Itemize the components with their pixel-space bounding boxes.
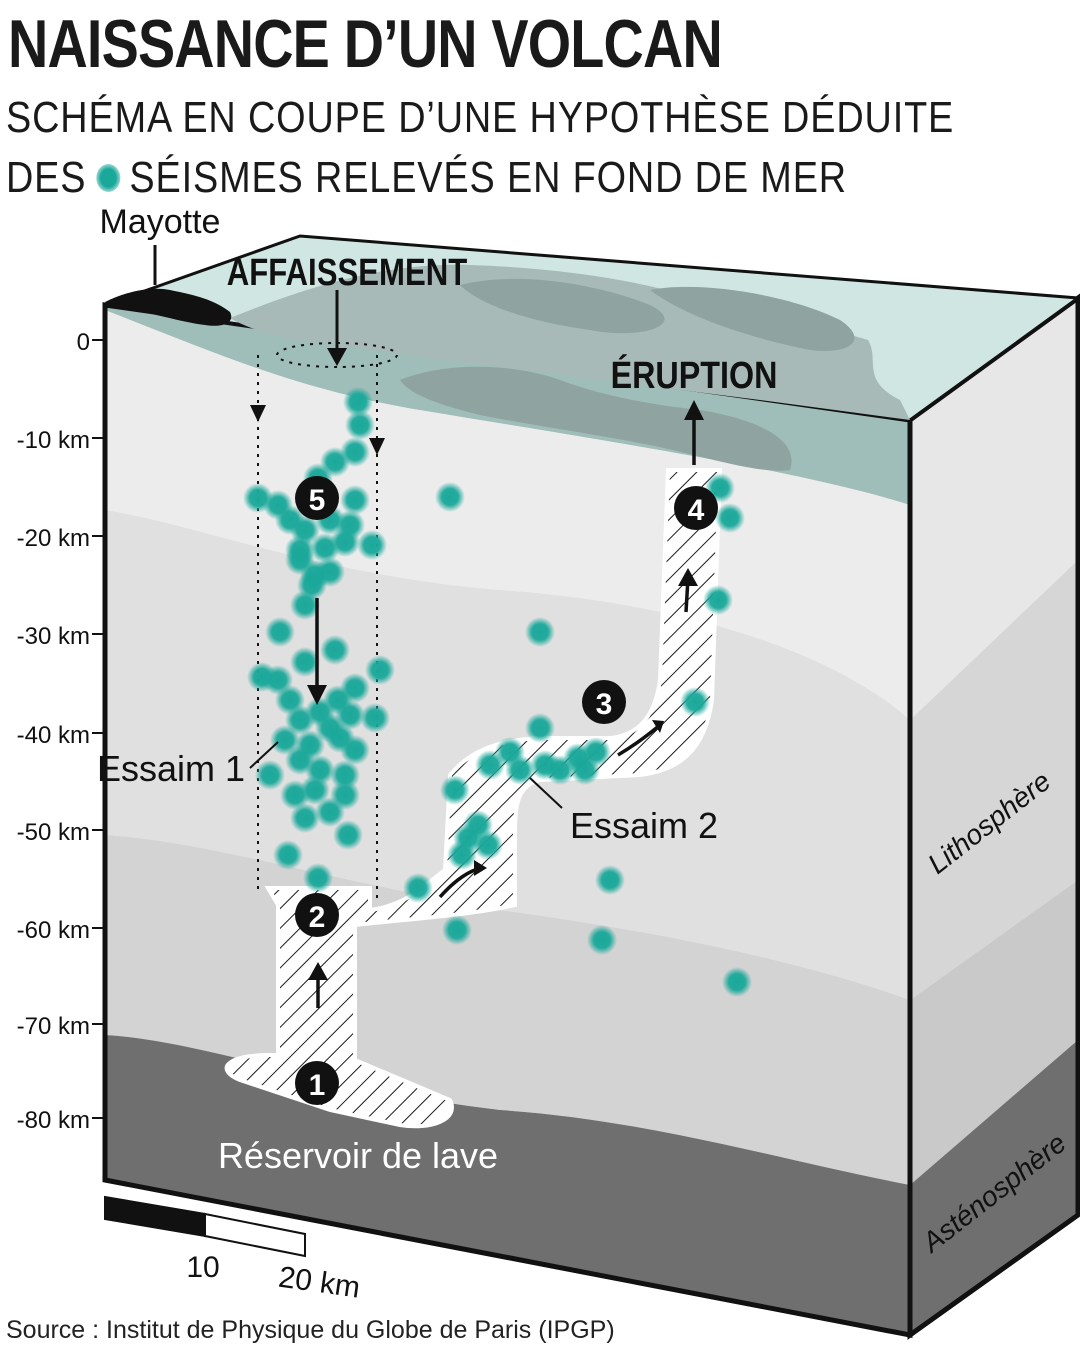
step-marker-4: 4 xyxy=(674,486,718,530)
seisme-dot xyxy=(290,803,320,833)
step-marker-3: 3 xyxy=(582,680,626,724)
depth-tick-10: -10 km xyxy=(17,427,104,454)
page-title: NAISSANCE D’UN VOLCAN xyxy=(8,6,723,82)
seisme-dot xyxy=(473,830,503,860)
seisme-dot xyxy=(315,797,345,827)
depth-axis: 0 -10 km -20 km -30 km -40 km -50 km -60… xyxy=(17,329,104,1134)
subtitle-line-2-start: DES xyxy=(6,153,87,202)
subsidence-arrow-left xyxy=(250,405,266,422)
svg-text:-10 km: -10 km xyxy=(17,427,90,454)
seisme-dot xyxy=(330,527,360,557)
seisme-dot xyxy=(320,635,350,665)
seisme-dot xyxy=(440,775,470,805)
seisme-dot xyxy=(335,700,365,730)
block-side-face xyxy=(907,293,1080,1340)
seisme-dot xyxy=(303,863,333,893)
svg-text:-80 km: -80 km xyxy=(17,1107,90,1134)
svg-text:-30 km: -30 km xyxy=(17,623,90,650)
mayotte-label: Mayotte xyxy=(100,203,221,241)
flow-arrow-heads xyxy=(307,400,704,980)
subtitle-line-2-end: SÉISMES RELEVÉS EN FOND DE MER xyxy=(129,153,847,202)
seisme-dot xyxy=(587,925,617,955)
seisme-dot xyxy=(333,820,363,850)
seisme-dot xyxy=(525,617,555,647)
step-marker-1: 1 xyxy=(295,1061,339,1105)
seismes-group xyxy=(243,387,752,997)
seisme-dot xyxy=(357,530,387,560)
subtitle-line-1: SCHÉMA EN COUPE D’UNE HYPOTHÈSE DÉDUITE xyxy=(6,93,955,142)
seisme-dot xyxy=(360,703,390,733)
essaim2-leader-line xyxy=(529,777,563,809)
depth-tick-70: -70 km xyxy=(17,1013,104,1040)
seisme-dot xyxy=(525,713,555,743)
affaissement-label: AFFAISSEMENT xyxy=(227,252,468,294)
seisme-dot xyxy=(475,750,505,780)
svg-text:0: 0 xyxy=(77,329,90,356)
seisme-dot xyxy=(340,485,370,515)
scale-label-20: 20 km xyxy=(277,1261,363,1305)
depth-tick-40: -40 km xyxy=(17,722,104,749)
depth-tick-80: -80 km xyxy=(17,1107,104,1134)
svg-text:2: 2 xyxy=(309,901,326,934)
seisme-legend-icon xyxy=(96,164,121,192)
essaim1-label: Essaim 1 xyxy=(97,748,245,789)
depth-tick-50: -50 km xyxy=(17,819,104,846)
subsidence-arrow-right xyxy=(369,438,385,455)
seisme-dot xyxy=(280,780,310,810)
seisme-dot xyxy=(703,585,733,615)
scale-label-10: 10 xyxy=(186,1251,219,1284)
svg-text:-20 km: -20 km xyxy=(17,525,90,552)
depth-tick-60: -60 km xyxy=(17,917,104,944)
seisme-dot xyxy=(265,617,295,647)
seisme-dot xyxy=(365,655,395,685)
seisme-dot xyxy=(345,410,375,440)
step-marker-5: 5 xyxy=(295,476,339,520)
seisme-dot xyxy=(290,590,320,620)
depth-tick-30: -30 km xyxy=(17,623,104,650)
svg-text:-50 km: -50 km xyxy=(17,819,90,846)
scale-bar: 10 20 km xyxy=(104,1195,363,1305)
svg-text:4: 4 xyxy=(688,494,705,527)
seisme-dot xyxy=(505,755,535,785)
eruption-label: ÉRUPTION xyxy=(611,354,778,397)
seisme-dot xyxy=(442,915,472,945)
seisme-dot xyxy=(340,735,370,765)
affaissement-arrow-head xyxy=(327,348,347,366)
reservoir-label: Réservoir de lave xyxy=(218,1135,498,1176)
seisme-dot xyxy=(343,387,373,417)
step-marker-2: 2 xyxy=(295,893,339,937)
depth-tick-20: -20 km xyxy=(17,525,104,552)
svg-text:-60 km: -60 km xyxy=(17,917,90,944)
mayotte-island xyxy=(105,288,232,326)
svg-text:3: 3 xyxy=(596,688,613,721)
seisme-dot xyxy=(595,865,625,895)
svg-text:-40 km: -40 km xyxy=(17,722,90,749)
svg-text:1: 1 xyxy=(309,1069,326,1102)
seisme-dot xyxy=(570,755,600,785)
seisme-dot xyxy=(680,687,710,717)
seisme-dot xyxy=(403,873,433,903)
essaim1-leader-line xyxy=(249,741,279,769)
essaim2-label: Essaim 2 xyxy=(570,805,718,846)
seisme-dot xyxy=(715,503,745,533)
svg-text:-70 km: -70 km xyxy=(17,1013,90,1040)
seisme-dot xyxy=(290,647,320,677)
seisme-dot xyxy=(722,967,752,997)
svg-text:5: 5 xyxy=(309,484,326,517)
seisme-dot xyxy=(273,840,303,870)
depth-tick-0: 0 xyxy=(77,329,104,356)
seisme-dot xyxy=(255,760,285,790)
subtitle-line-2: DES SÉISMES RELEVÉS EN FOND DE MER xyxy=(6,154,847,202)
seisme-dot xyxy=(447,840,477,870)
seisme-dot xyxy=(435,482,465,512)
source-credit: Source : Institut de Physique du Globe d… xyxy=(6,1316,615,1344)
